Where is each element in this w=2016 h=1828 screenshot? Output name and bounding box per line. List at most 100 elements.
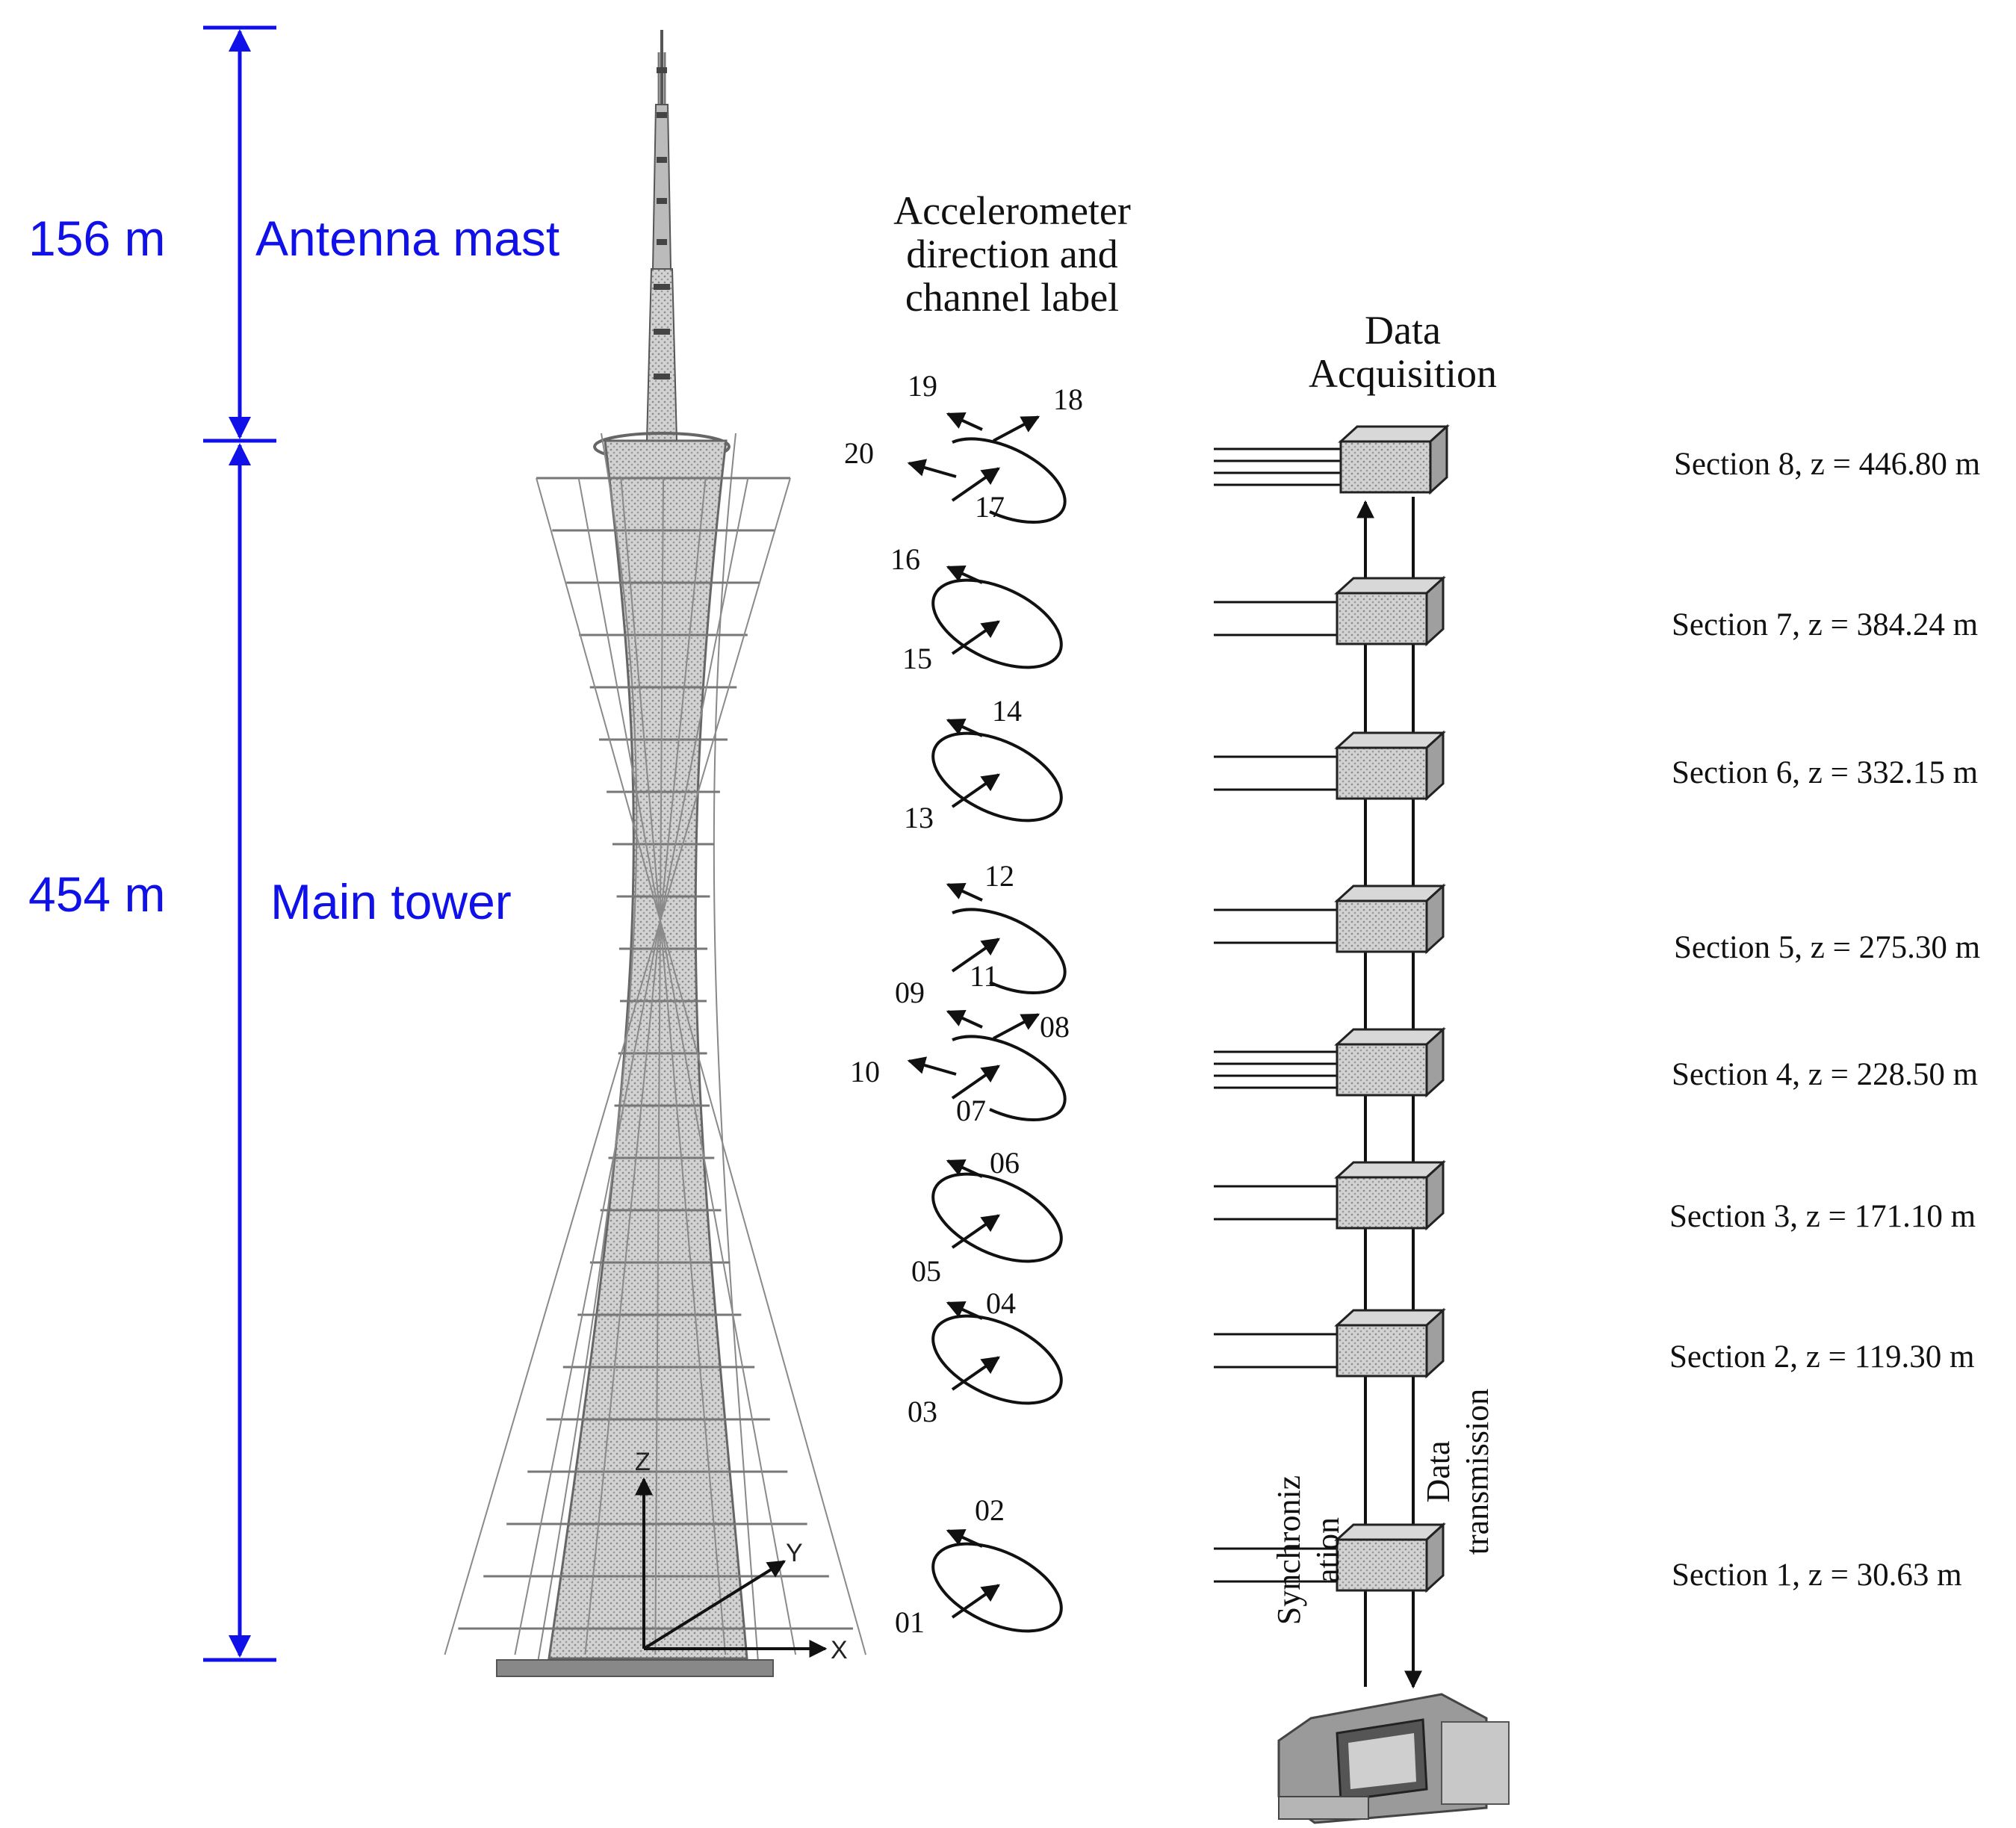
data-acquisition-heading-line-1: Data (1365, 308, 1441, 353)
channel-label-01: 01 (895, 1605, 925, 1639)
acquisition-box-top (1334, 1028, 1446, 1046)
channel-label-17: 17 (975, 490, 1005, 524)
data-acquisition-heading: Data Acquisition (1309, 308, 1497, 396)
acquisition-box-top (1334, 884, 1446, 902)
channel-label-07: 07 (956, 1094, 986, 1127)
acquisition-box-top (1334, 1523, 1446, 1541)
channel-label-08: 08 (1040, 1010, 1070, 1044)
section-labels: Section 8, z = 446.80 m Section 7, z = 3… (1669, 447, 1980, 1593)
accelerometer-arrow (907, 459, 957, 478)
acquisition-box-top (1338, 425, 1450, 443)
accelerometer-heading-line-3: channel label (905, 275, 1119, 320)
accelerometer-arrow (946, 719, 983, 737)
channel-label-05: 05 (911, 1254, 941, 1288)
tower-diagonal-column (584, 477, 707, 1655)
channel-label-06: 06 (990, 1146, 1020, 1180)
computer-icon (1277, 1693, 1510, 1824)
tower-diagonal-column (536, 477, 867, 1655)
accelerometer-arrow (951, 773, 1000, 808)
mast-ring (657, 239, 667, 245)
accelerometer-ellipse (931, 578, 1063, 669)
antenna-mast-label: Antenna mast (255, 211, 559, 266)
accelerometer-arrow (951, 1584, 1000, 1619)
accelerometer-arrow (993, 415, 1040, 442)
accelerometer-heading-line-1: Accelerometer (893, 188, 1131, 233)
acquisition-box (1336, 746, 1428, 800)
data-acquisition-heading-line-2: Acquisition (1309, 351, 1497, 396)
accelerometer-arrow (946, 1010, 983, 1029)
acquisition-box (1336, 592, 1428, 645)
accelerometer-heading: Accelerometer direction and channel labe… (893, 188, 1131, 320)
main-tower-height-label: 454 m (28, 867, 165, 922)
section-label-2: Section 2, z = 119.30 m (1669, 1339, 1974, 1375)
mast-ring (657, 67, 667, 73)
channel-label-09: 09 (895, 976, 925, 1009)
accelerometer-arrow (951, 1356, 1000, 1391)
acquisition-box (1336, 899, 1428, 953)
acquisition-box-top (1334, 577, 1446, 595)
tower-diagonal-column (654, 477, 664, 1655)
tower-diagonal-column (577, 477, 797, 1655)
data-transmission-line-1: Data (1420, 1440, 1457, 1502)
accelerometer-arrow (993, 1013, 1040, 1040)
accelerometer-arrow (946, 1529, 983, 1548)
tower-diagonal-column (514, 477, 749, 1655)
section-label-5: Section 5, z = 275.30 m (1674, 930, 1980, 965)
section-label-3: Section 3, z = 171.10 m (1669, 1199, 1976, 1234)
sync-label-line-1: Synchroniz (1271, 1475, 1307, 1625)
acquisition-box-top (1334, 1309, 1446, 1327)
mast-ring (654, 374, 670, 379)
accelerometer-arrow (946, 1301, 983, 1320)
section-label-4: Section 4, z = 228.50 m (1672, 1057, 1978, 1092)
accelerometer-arrow (907, 1056, 957, 1076)
antenna-height-label: 156 m (28, 211, 165, 266)
channel-label-11: 11 (970, 959, 999, 993)
accelerometer-ellipse (931, 731, 1063, 822)
channel-label-18: 18 (1053, 382, 1083, 416)
channel-label-16: 16 (890, 542, 920, 576)
section-label-1: Section 1, z = 30.63 m (1672, 1558, 1962, 1593)
accelerometer-arrow (946, 883, 983, 902)
mast-ring (657, 198, 667, 204)
channel-label-14: 14 (992, 694, 1022, 728)
channel-label-12: 12 (984, 859, 1014, 893)
acquisition-box (1336, 1324, 1428, 1378)
acquisition-box (1336, 1538, 1428, 1592)
data-acquisition-network (1214, 424, 1450, 1689)
tower-diagonal-column (620, 477, 727, 1655)
channel-label-10: 10 (850, 1055, 880, 1088)
section-label-6: Section 6, z = 332.15 m (1672, 755, 1978, 790)
synchronization-label: Synchroniz ation (1271, 1475, 1346, 1625)
accelerometer-arrow (946, 412, 983, 431)
channel-label-20: 20 (844, 436, 874, 470)
accelerometer-arrow (946, 1159, 983, 1178)
acquisition-box (1339, 440, 1432, 494)
channel-label-04: 04 (986, 1286, 1016, 1320)
mast-ring (657, 157, 667, 163)
accelerometer-ellipse (931, 1314, 1063, 1405)
mast-ring (654, 329, 670, 335)
z-axis-label: Z (635, 1448, 651, 1476)
x-axis-label: X (831, 1636, 848, 1664)
accelerometer-heading-line-2: direction and (906, 232, 1117, 276)
acquisition-box-top (1334, 731, 1446, 749)
channel-label-15: 15 (902, 642, 932, 675)
main-tower-label: Main tower (270, 874, 512, 929)
tower-diagonal-column (444, 477, 791, 1655)
data-transmission-label: Data transmission (1420, 1389, 1495, 1555)
acquisition-box (1336, 1176, 1428, 1230)
channel-label-19: 19 (908, 369, 937, 403)
section-label-7: Section 7, z = 384.24 m (1672, 607, 1978, 642)
accelerometer-ellipse (931, 1542, 1063, 1633)
accelerometer-arrow (951, 1065, 1000, 1100)
acquisition-box-top (1334, 1161, 1446, 1179)
channel-label-02: 02 (975, 1493, 1005, 1527)
accelerometer-ellipse (952, 908, 1067, 995)
section-label-8: Section 8, z = 446.80 m (1674, 447, 1980, 482)
accelerometer-ellipse (952, 437, 1067, 524)
accelerometer-arrow (951, 467, 1000, 502)
acquisition-box (1336, 1043, 1428, 1097)
dimension-annotations: 156 m Antenna mast 454 m Main tower (28, 25, 559, 1662)
channel-label-13: 13 (904, 801, 934, 834)
